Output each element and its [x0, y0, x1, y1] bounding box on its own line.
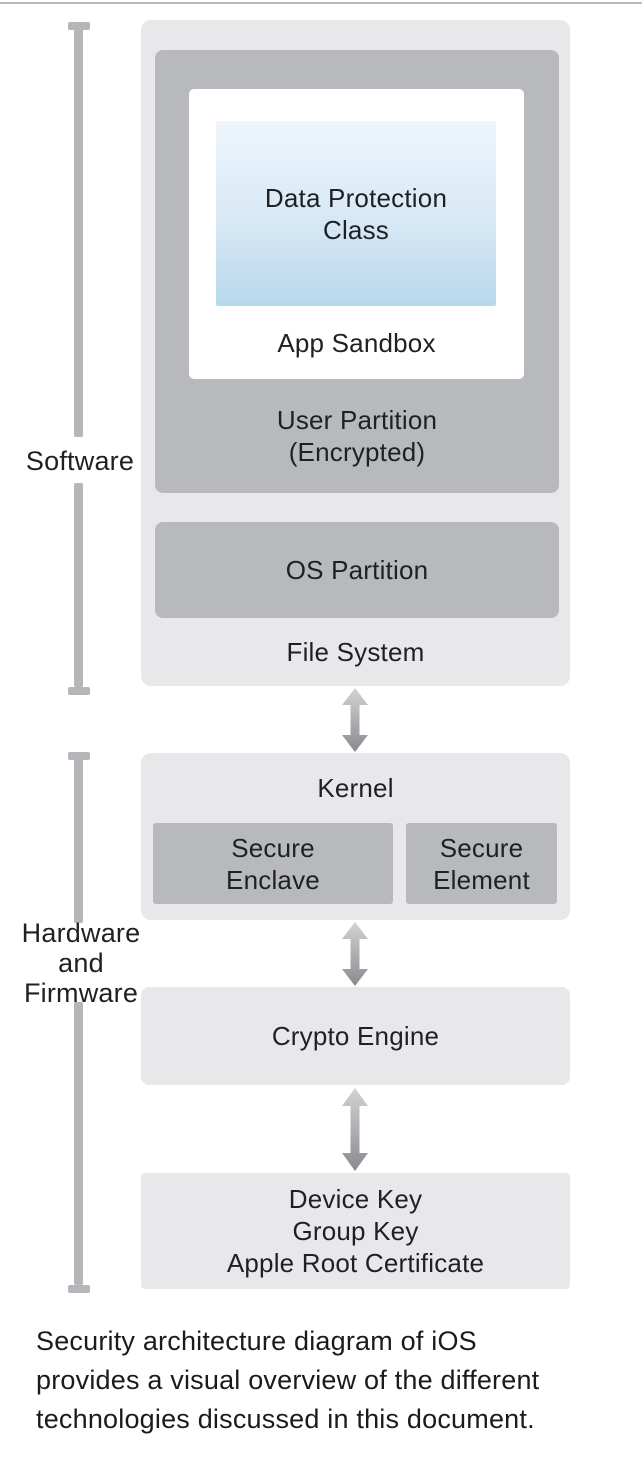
secure-enclave-label: Secure Enclave	[153, 823, 393, 904]
hardware-bracket-bottom-cap	[68, 1285, 90, 1293]
device-keys-box	[141, 1173, 570, 1289]
data-protection-class-label: Data Protection Class	[216, 121, 496, 306]
software-bracket-lower-bar	[74, 483, 83, 687]
secure-enclave-line1: Secure	[231, 832, 315, 863]
software-bracket-top-cap	[68, 22, 90, 30]
figure-caption-line1: Security architecture diagram of iOS	[36, 1326, 477, 1356]
top-divider	[0, 2, 642, 4]
device-keys-line2: Group Key	[292, 1216, 419, 1246]
figure-caption: Security architecture diagram of iOS pro…	[36, 1322, 576, 1439]
data-protection-class-box	[216, 121, 496, 306]
software-label-text: Software	[25, 446, 135, 476]
device-keys-line3: Apple Root Certificate	[226, 1248, 485, 1278]
app-sandbox-label-text: App Sandbox	[277, 327, 436, 358]
hardware-firmware-label-line1: Hardware and	[21, 918, 141, 978]
app-sandbox-label: App Sandbox	[189, 306, 524, 379]
figure-caption-line2: provides a visual overview of the differ…	[36, 1365, 540, 1395]
file-system-label: File System	[141, 618, 570, 686]
user-partition-line2: (Encrypted)	[288, 437, 426, 467]
kernel-label-text: Kernel	[317, 773, 394, 803]
kernel-label: Kernel	[141, 753, 570, 823]
secure-enclave-line2: Enclave	[226, 864, 320, 895]
device-keys-label: Device Key Group Key Apple Root Certific…	[141, 1173, 570, 1289]
figure-caption-line3: technologies discussed in this document.	[36, 1404, 535, 1434]
software-label: Software	[0, 440, 160, 482]
crypto-engine-box	[141, 987, 570, 1085]
secure-element-line2: Element	[433, 864, 530, 895]
crypto-engine-label-text: Crypto Engine	[271, 1021, 440, 1051]
os-partition-label-text: OS Partition	[285, 555, 429, 585]
software-bracket-bottom-cap	[68, 687, 90, 695]
double-vertical-arrow-icon	[342, 1088, 368, 1171]
secure-element-line1: Secure	[439, 832, 524, 863]
data-protection-class-line2: Class	[322, 214, 389, 245]
double-vertical-arrow-icon	[342, 922, 368, 986]
secure-element-label: Secure Element	[406, 823, 557, 904]
hardware-bracket-lower-bar	[74, 1002, 83, 1285]
device-keys-line1: Device Key	[288, 1184, 423, 1214]
secure-enclave-box	[153, 823, 393, 904]
data-protection-class-line1: Data Protection	[264, 182, 448, 213]
crypto-engine-label: Crypto Engine	[141, 987, 570, 1085]
user-partition-label: User Partition (Encrypted)	[155, 379, 559, 493]
secure-element-box	[406, 823, 557, 904]
file-system-label-text: File System	[286, 637, 425, 667]
double-vertical-arrow-icon	[342, 688, 368, 752]
os-partition-box	[155, 522, 559, 618]
hardware-bracket-upper-bar	[74, 758, 83, 923]
os-partition-label: OS Partition	[155, 522, 559, 618]
hardware-bracket-top-cap	[68, 752, 90, 760]
hardware-firmware-label: Hardware and Firmware	[0, 918, 162, 1008]
software-bracket-upper-bar	[74, 28, 83, 437]
user-partition-line1: User Partition	[276, 405, 438, 435]
